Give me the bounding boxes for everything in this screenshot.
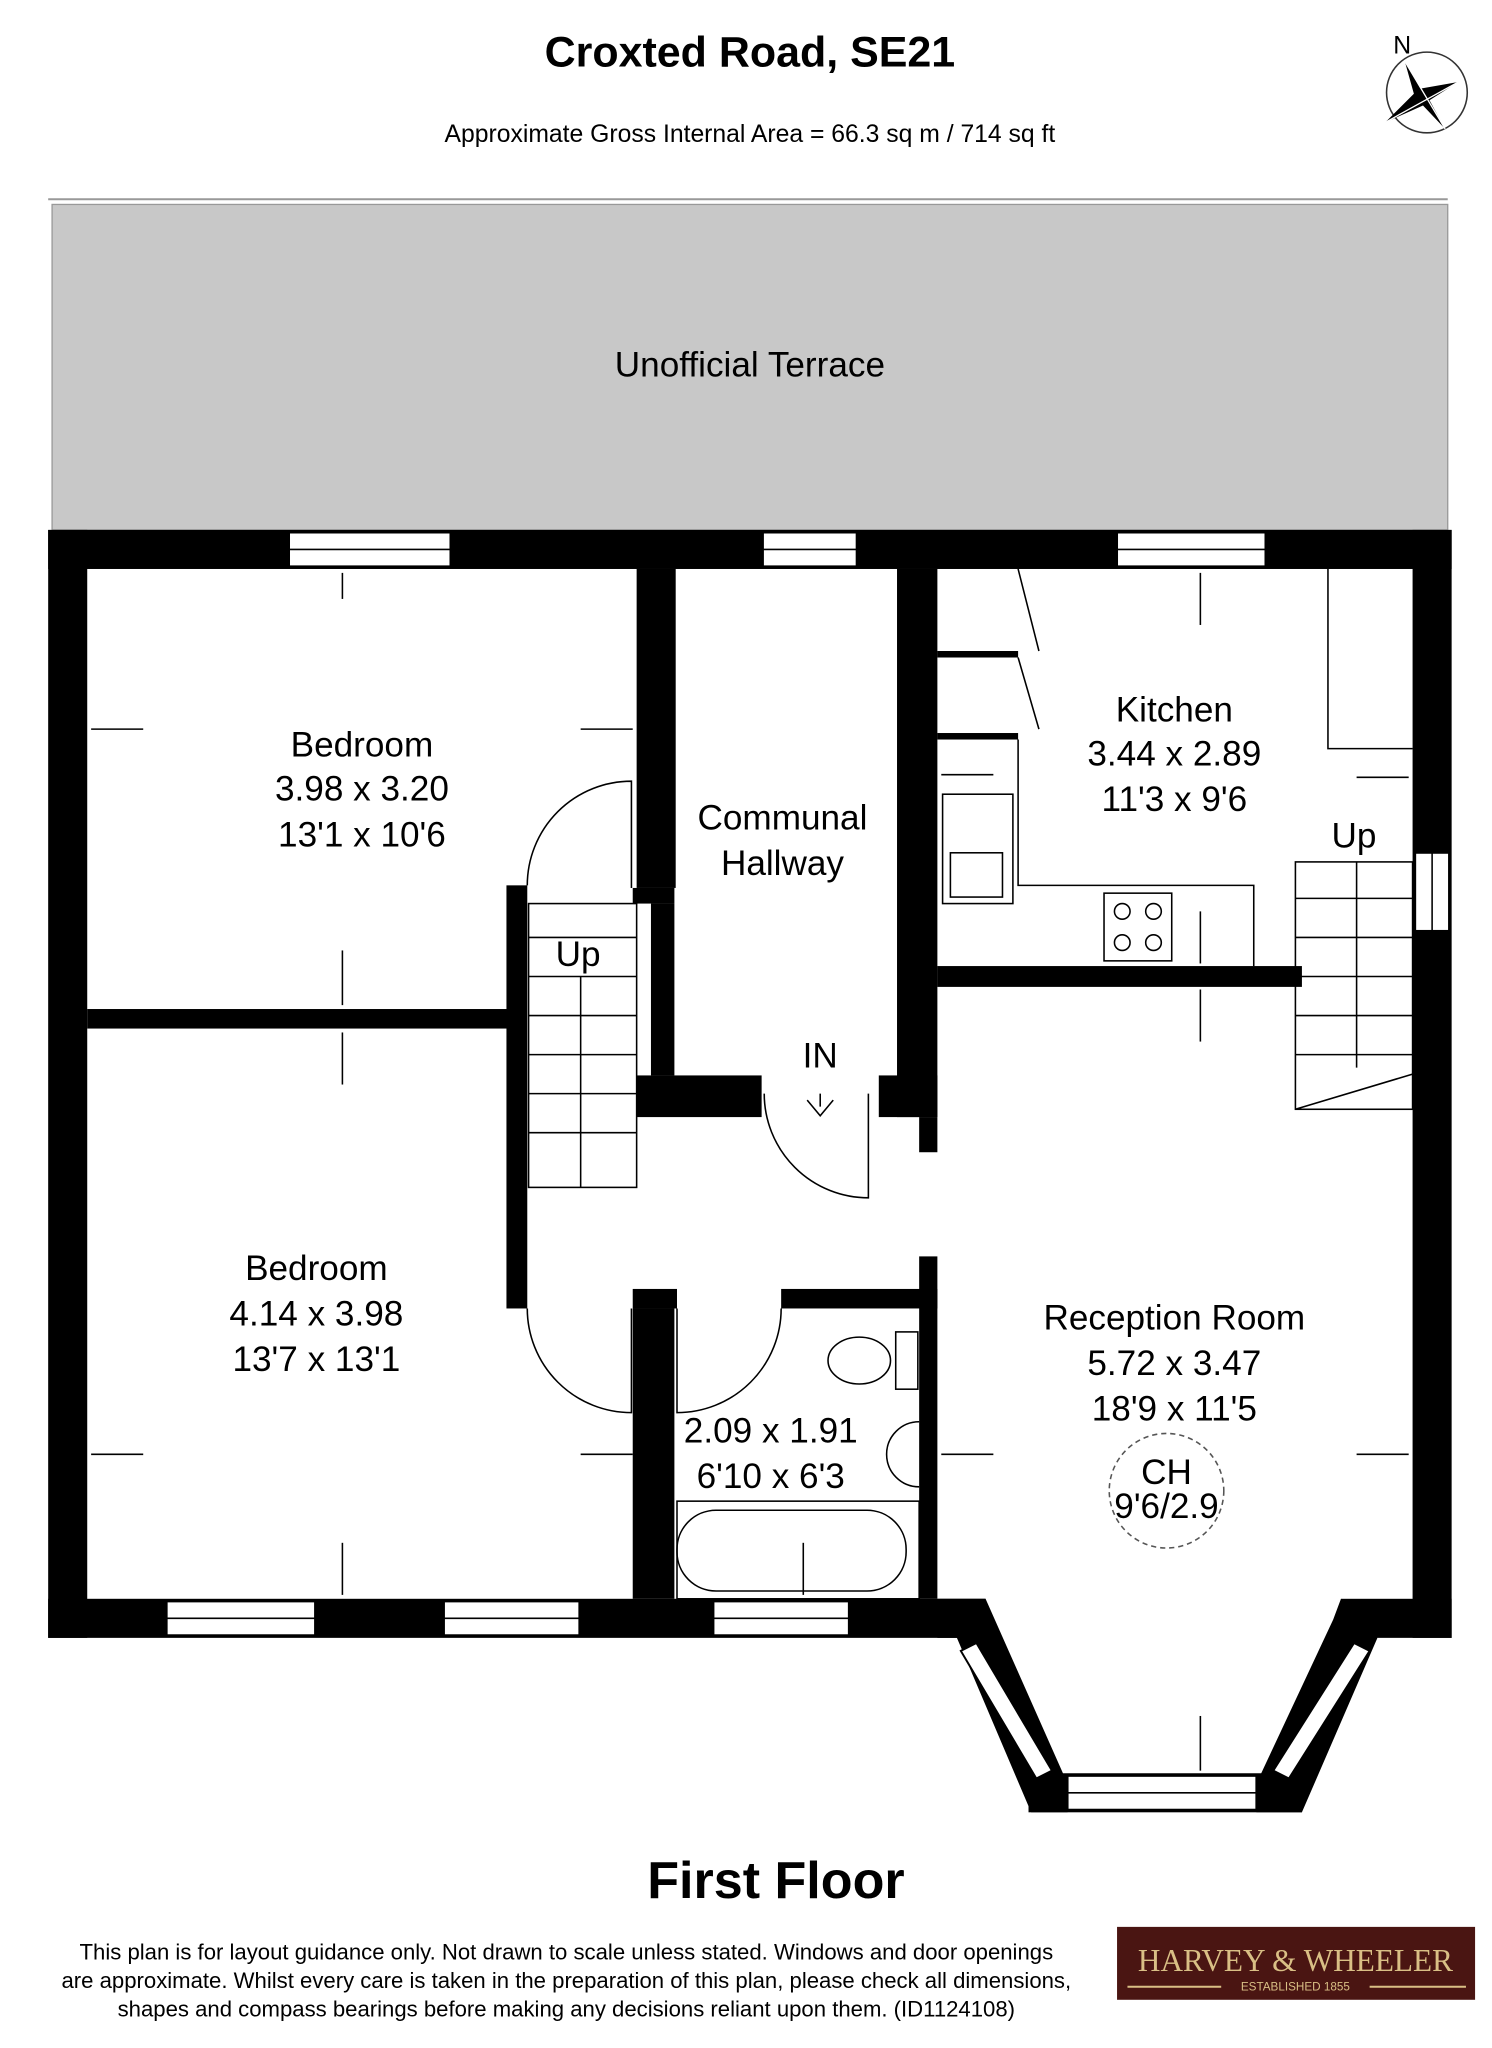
plan-title: Croxted Road, SE21 xyxy=(545,28,956,76)
svg-text:This plan is for layout guidan: This plan is for layout guidance only. N… xyxy=(80,1939,1054,1964)
floor-label: First Floor xyxy=(647,1852,904,1910)
stairs-up-label: Up xyxy=(556,935,601,974)
svg-text:HARVEY & WHEELER: HARVEY & WHEELER xyxy=(1138,1943,1453,1978)
svg-text:Kitchen: Kitchen xyxy=(1116,690,1233,729)
svg-text:shapes and compass bearings be: shapes and compass bearings before makin… xyxy=(118,1997,1015,2022)
gross-area: Approximate Gross Internal Area = 66.3 s… xyxy=(445,121,1056,148)
svg-text:13'7 x 13'1: 13'7 x 13'1 xyxy=(232,1340,400,1379)
svg-text:are approximate. Whilst every: are approximate. Whilst every care is ta… xyxy=(61,1968,1071,1993)
svg-text:11'3 x 9'6: 11'3 x 9'6 xyxy=(1102,780,1248,819)
svg-text:Reception Room: Reception Room xyxy=(1043,1298,1305,1337)
svg-text:3.98 x 3.20: 3.98 x 3.20 xyxy=(275,770,449,809)
svg-text:18'9 x 11'5: 18'9 x 11'5 xyxy=(1092,1389,1257,1428)
svg-text:9'6/2.9: 9'6/2.9 xyxy=(1114,1487,1218,1526)
room-bedroom-2: Bedroom 4.14 x 3.98 13'7 x 13'1 xyxy=(229,1249,403,1379)
doors-and-fixtures xyxy=(526,568,1414,1600)
terrace: Unofficial Terrace xyxy=(48,198,1449,531)
svg-text:Communal: Communal xyxy=(698,798,868,837)
svg-text:4.14 x 3.98: 4.14 x 3.98 xyxy=(229,1294,403,1333)
svg-text:3.44 x 2.89: 3.44 x 2.89 xyxy=(1087,735,1261,774)
room-kitchen: Kitchen 3.44 x 2.89 11'3 x 9'6 Up xyxy=(1087,690,1376,855)
svg-text:5.72 x 3.47: 5.72 x 3.47 xyxy=(1087,1344,1261,1383)
svg-text:ESTABLISHED 1855: ESTABLISHED 1855 xyxy=(1241,1981,1351,1994)
svg-text:CH: CH xyxy=(1141,1453,1192,1492)
svg-text:Bedroom: Bedroom xyxy=(291,725,434,764)
compass-icon: N xyxy=(1384,32,1469,134)
disclaimer: This plan is for layout guidance only. N… xyxy=(61,1939,1071,2021)
room-bedroom-1: Bedroom 3.98 x 3.20 13'1 x 10'6 xyxy=(275,725,449,854)
room-communal-hallway: Communal Hallway IN xyxy=(698,798,868,1075)
svg-text:6'10 x 6'3: 6'10 x 6'3 xyxy=(697,1457,845,1496)
room-reception: Reception Room 5.72 x 3.47 18'9 x 11'5 C… xyxy=(1043,1298,1305,1526)
harvey-wheeler-logo: HARVEY & WHEELER ESTABLISHED 1855 xyxy=(1117,1926,1476,2000)
svg-text:2.09 x 1.91: 2.09 x 1.91 xyxy=(684,1412,858,1451)
svg-text:N: N xyxy=(1393,32,1411,59)
svg-text:Hallway: Hallway xyxy=(721,844,844,883)
room-bathroom: 2.09 x 1.91 6'10 x 6'3 xyxy=(684,1412,858,1497)
svg-text:Bedroom: Bedroom xyxy=(245,1249,388,1288)
terrace-label: Unofficial Terrace xyxy=(615,345,885,384)
windows xyxy=(165,531,1451,1811)
dimension-arrows xyxy=(91,572,1409,1771)
svg-text:13'1 x 10'6: 13'1 x 10'6 xyxy=(278,815,446,854)
svg-text:IN: IN xyxy=(803,1037,838,1076)
svg-text:Up: Up xyxy=(1332,817,1377,856)
